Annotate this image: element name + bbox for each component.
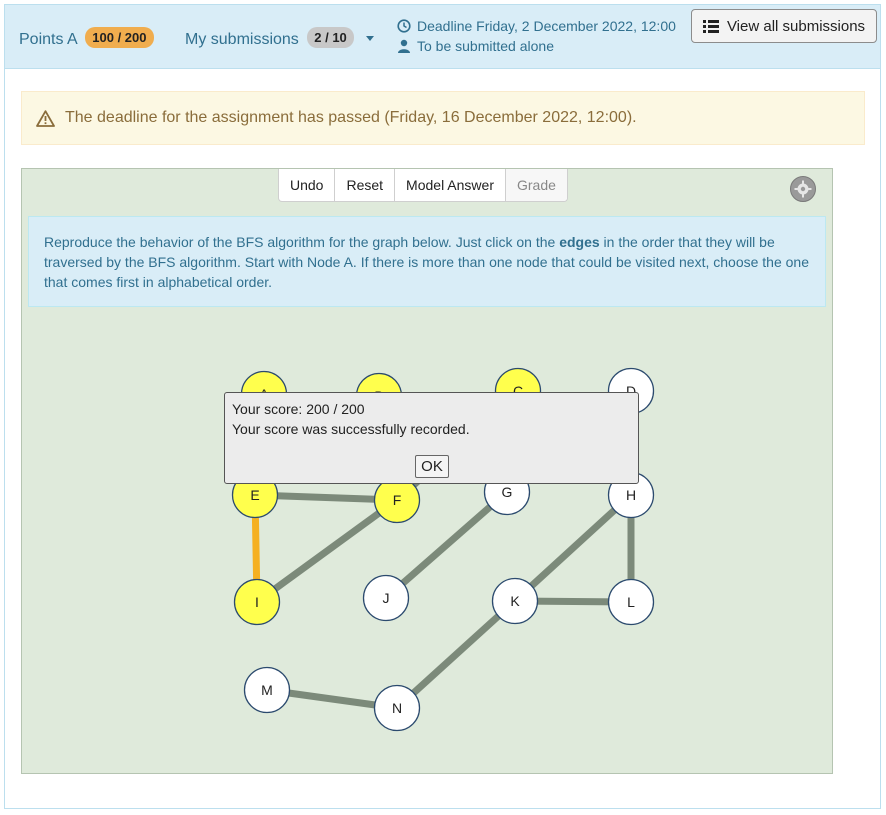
gear-icon xyxy=(794,180,812,198)
submissions-label: My submissions xyxy=(185,31,299,48)
node-label: J xyxy=(383,590,390,606)
ok-button[interactable]: OK xyxy=(415,455,449,478)
node-K: K xyxy=(491,577,539,625)
recorded-line: Your score was successfully recorded. xyxy=(232,421,470,437)
list-icon xyxy=(702,19,719,33)
submit-mode-info: To be submitted alone xyxy=(397,38,554,54)
chevron-down-icon xyxy=(366,36,375,41)
view-all-submissions-button[interactable]: View all submissions xyxy=(691,9,877,43)
submissions-badge: 2 / 10 xyxy=(307,27,354,48)
warning-icon xyxy=(36,109,55,127)
deadline-info: Deadline Friday, 2 December 2022, 12:00 xyxy=(397,18,676,34)
points-label: Points A xyxy=(19,31,77,48)
node-label: H xyxy=(626,487,636,503)
alert-text: The deadline for the assignment has pass… xyxy=(65,109,637,126)
node-M: M xyxy=(243,666,291,714)
node-label: M xyxy=(261,682,273,698)
edge-K-N[interactable] xyxy=(394,598,518,711)
points-info: Points A 100 / 200 xyxy=(19,27,154,49)
edge-F-I[interactable] xyxy=(254,497,400,605)
model-answer-button[interactable]: Model Answer xyxy=(395,169,506,201)
submit-mode-text: To be submitted alone xyxy=(417,38,554,54)
settings-gear-icon[interactable] xyxy=(790,176,816,202)
node-circle xyxy=(373,684,421,732)
edge-G-J[interactable] xyxy=(383,489,510,601)
view-all-label: View all submissions xyxy=(726,17,866,35)
node-circle xyxy=(491,577,539,625)
reset-button[interactable]: Reset xyxy=(335,169,396,201)
instructions-text-cont: in the order that they will be traversed… xyxy=(44,234,809,290)
node-label: E xyxy=(250,487,259,503)
node-N: N xyxy=(373,684,421,732)
node-J: J xyxy=(362,574,410,622)
instructions: Reproduce the behavior of the BFS algori… xyxy=(28,216,826,307)
undo-button[interactable]: Undo xyxy=(279,169,336,201)
edge-E-F[interactable] xyxy=(254,491,398,504)
node-label: I xyxy=(255,594,259,610)
node-label: F xyxy=(393,492,402,508)
node-circle xyxy=(607,578,655,626)
node-label: K xyxy=(510,593,520,609)
bfs-exercise: Undo Reset Model Answer Grade Reproduce … xyxy=(21,168,833,774)
exercise-header: Points A 100 / 200 My submissions 2 / 10… xyxy=(5,5,880,69)
node-I: I xyxy=(233,578,281,626)
edge-H-K[interactable] xyxy=(512,492,634,604)
node-L: L xyxy=(607,578,655,626)
user-icon xyxy=(398,39,410,53)
node-circle xyxy=(243,666,291,714)
node-label: N xyxy=(392,700,402,716)
points-badge: 100 / 200 xyxy=(85,27,154,48)
node-F: F xyxy=(373,476,421,524)
instructions-emphasis: edges xyxy=(559,234,600,250)
score-dialog: Your score: 200 / 200 Your score was suc… xyxy=(224,392,639,484)
node-label: L xyxy=(627,594,635,610)
score-line: Your score: 200 / 200 xyxy=(232,401,365,417)
my-submissions-dropdown[interactable]: My submissions 2 / 10 xyxy=(185,27,375,49)
clock-icon xyxy=(397,19,411,33)
node-label: D xyxy=(626,383,636,399)
exercise-panel: Points A 100 / 200 My submissions 2 / 10… xyxy=(4,4,881,809)
node-label: G xyxy=(502,484,513,500)
instructions-text: Reproduce the behavior of the BFS algori… xyxy=(44,234,560,250)
node-circle xyxy=(233,578,281,626)
grade-button[interactable]: Grade xyxy=(505,169,567,201)
node-label: C xyxy=(513,383,523,399)
exercise-toolbar: Undo Reset Model Answer Grade xyxy=(278,169,568,202)
deadline-text: Deadline Friday, 2 December 2022, 12:00 xyxy=(417,18,676,34)
deadline-passed-alert: The deadline for the assignment has pass… xyxy=(21,91,865,145)
node-circle xyxy=(362,574,410,622)
